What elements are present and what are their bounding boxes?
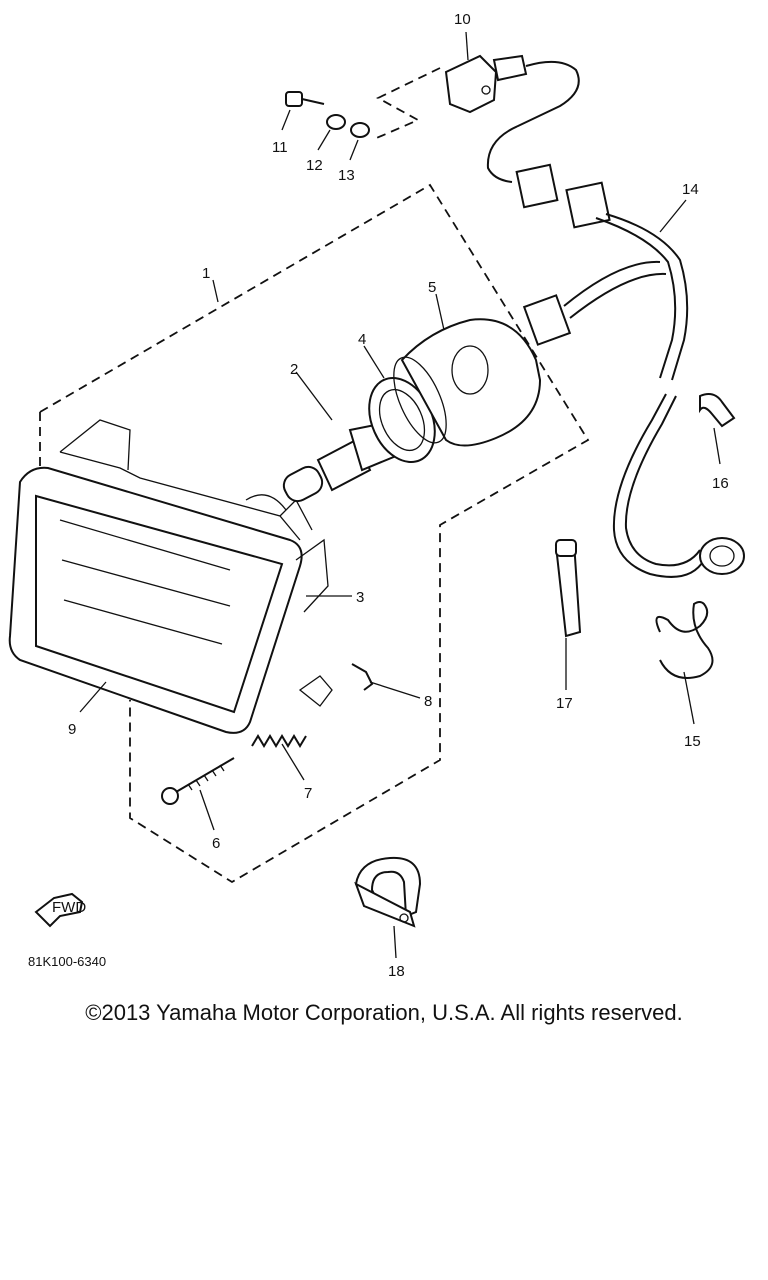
socket — [444, 54, 528, 114]
callout-16: 16 — [712, 475, 729, 492]
callout-1: 1 — [202, 265, 210, 282]
leader-lines — [79, 31, 721, 959]
callout-6: 6 — [212, 835, 220, 852]
washer-12 — [326, 114, 346, 130]
washer-13 — [350, 122, 370, 138]
connector-b — [565, 181, 611, 229]
connector-dashed-link — [371, 67, 441, 141]
assembly-boundary — [39, 183, 590, 884]
callout-5: 5 — [428, 279, 436, 296]
callout-17: 17 — [556, 695, 573, 712]
callout-15: 15 — [684, 733, 701, 750]
harness-clip — [699, 393, 736, 428]
svg-text:FWD: FWD — [52, 899, 86, 916]
callout-9: 9 — [68, 721, 76, 738]
callout-13: 13 — [338, 167, 355, 184]
callout-14: 14 — [682, 181, 699, 198]
bolt — [285, 91, 325, 107]
callout-10: 10 — [454, 11, 471, 28]
copyright-notice: ©2013 Yamaha Motor Corporation, U.S.A. A… — [85, 1000, 683, 1025]
connector-a — [515, 163, 559, 209]
socket-wire — [486, 60, 580, 183]
callout-3: 3 — [356, 589, 364, 606]
callout-2: 2 — [290, 361, 298, 378]
band-head — [555, 539, 577, 557]
headlight-exploded-diagram: FWD 1 2 3 4 5 6 7 8 9 10 11 12 13 14 15 … — [8, 11, 745, 980]
callout-18: 18 — [388, 963, 405, 980]
rubber-cover — [393, 318, 542, 447]
wire-clamp — [655, 601, 714, 679]
callout-4: 4 — [358, 331, 366, 348]
connector-c — [522, 294, 572, 346]
adjust-screw — [161, 757, 235, 805]
wiring-harness — [563, 213, 745, 578]
fwd-arrow: FWD — [34, 892, 86, 928]
diagram-code: 81K100-6340 — [28, 954, 106, 969]
callout-8: 8 — [424, 693, 432, 710]
callout-12: 12 — [306, 157, 323, 174]
callout-7: 7 — [304, 785, 312, 802]
headlight-unit — [8, 419, 333, 734]
small-clip — [351, 663, 374, 691]
callout-11: 11 — [272, 139, 288, 156]
bracket — [354, 856, 422, 928]
spring — [251, 734, 307, 748]
